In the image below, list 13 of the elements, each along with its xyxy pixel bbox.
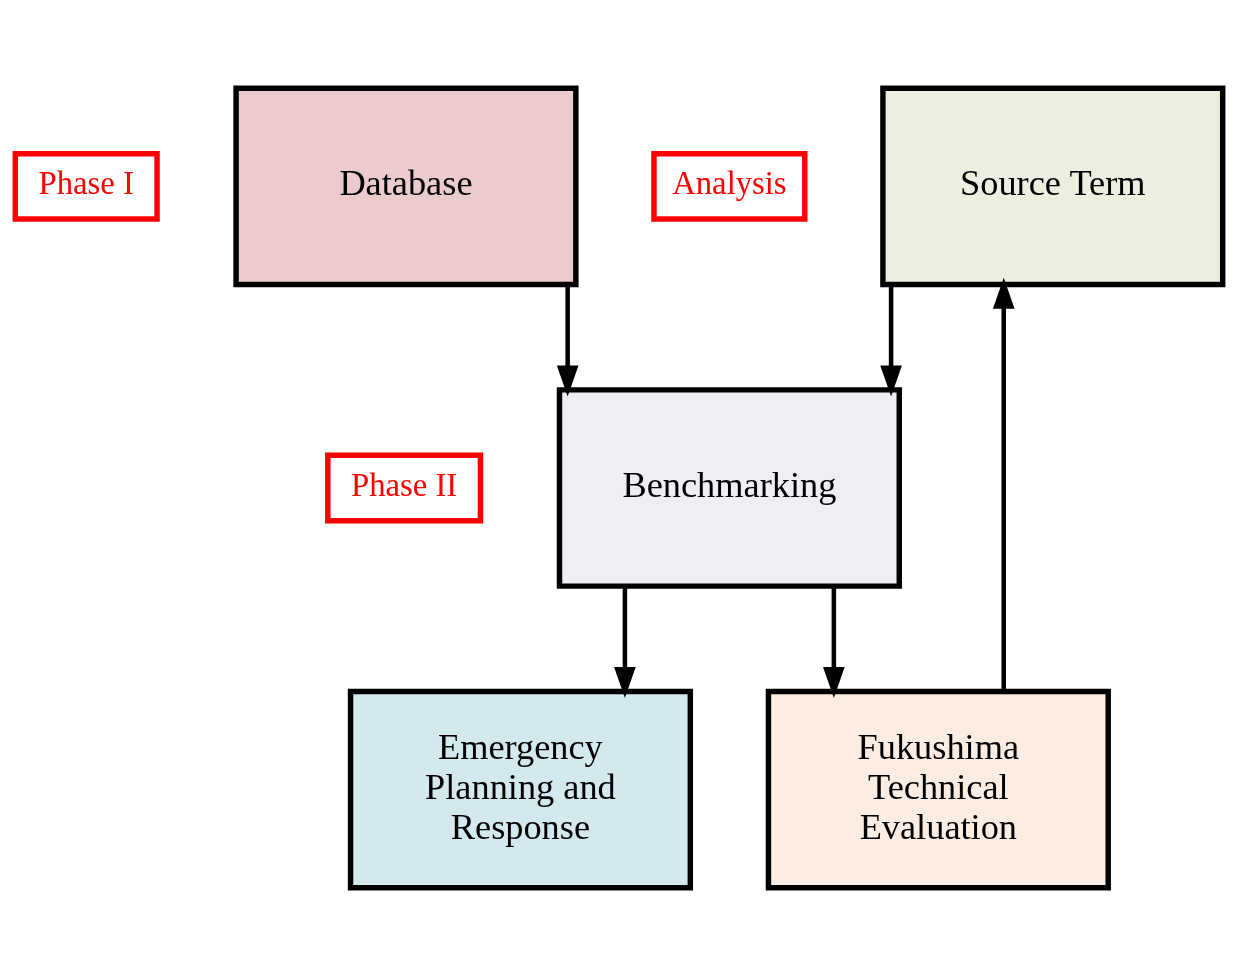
arrow (992, 277, 1015, 691)
arrow (823, 586, 845, 698)
node-box: Source Term (880, 85, 1226, 287)
node-box: Analysis (651, 150, 808, 222)
node-box: Benchmarking (556, 386, 902, 589)
arrow (880, 284, 902, 396)
arrow (556, 284, 579, 396)
node-box: Phase I (12, 150, 160, 222)
node-box: Phase II (325, 452, 484, 523)
node-box: Emergency Planning and Response (347, 688, 694, 890)
node-box: Database (233, 85, 579, 287)
arrow (614, 586, 636, 698)
node-box: Fukushima Technical Evaluation (765, 688, 1111, 890)
